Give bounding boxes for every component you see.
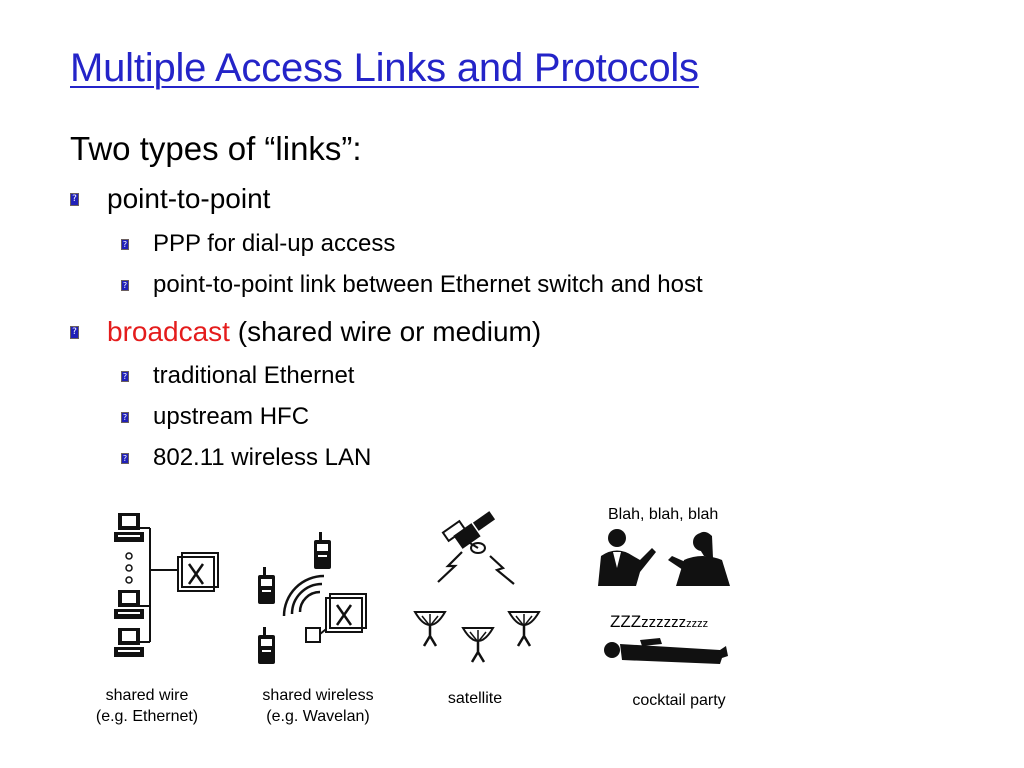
- snore-big: ZZZ: [610, 612, 642, 631]
- computer-icon: [114, 628, 144, 657]
- speaking-man-icon: [598, 529, 656, 586]
- computer-icon: [114, 590, 144, 619]
- bullet-label: point-to-point: [107, 183, 271, 214]
- cocktail-party-diagram: [598, 529, 730, 664]
- shared-wire-diagram: [114, 513, 220, 657]
- bullet-point-to-point: ? point-to-point: [70, 183, 270, 215]
- sub-bullet-label: traditional Ethernet: [153, 362, 355, 389]
- sub-bullet: ? upstream HFC: [121, 403, 309, 431]
- dish-antenna-icon: [507, 610, 541, 648]
- caption-line: shared wire: [105, 687, 189, 704]
- speech-text: Blah, blah, blah: [608, 506, 719, 523]
- bullet-icon: ?: [121, 238, 129, 250]
- sleeping-person-icon: [604, 638, 728, 664]
- broadcast-highlight: broadcast: [107, 316, 230, 347]
- caption-shared-wireless: shared wireless (e.g. Wavelan): [238, 685, 398, 727]
- sub-bullet-label: upstream HFC: [153, 403, 310, 430]
- snore-text: ZZZzzzzzzzzzz: [610, 612, 708, 634]
- dish-antenna-icon: [413, 610, 447, 648]
- caption-cocktail-party: cocktail party: [632, 692, 726, 709]
- bullet-icon: ?: [70, 192, 79, 206]
- bullet-icon: ?: [121, 279, 129, 291]
- snore-small: zzzz: [686, 618, 709, 630]
- sub-bullet-label: PPP for dial-up access: [153, 230, 396, 257]
- slide-title: Multiple Access Links and Protocols: [70, 46, 699, 90]
- bullet-broadcast: ? broadcast (shared wire or medium): [70, 316, 541, 348]
- bullet-label: (shared wire or medium): [229, 316, 542, 347]
- satellite-diagram: [413, 511, 541, 664]
- caption-line: (e.g. Wavelan): [266, 708, 370, 725]
- wireless-handset-icon: [258, 567, 275, 604]
- snore-mid: zzzzzz: [641, 614, 687, 631]
- bullet-icon: ?: [121, 411, 129, 423]
- caption-line: shared wireless: [262, 687, 374, 704]
- dish-antenna-icon: [461, 626, 495, 664]
- speaking-woman-icon: [668, 531, 730, 586]
- sub-bullet-label: 802.11 wireless LAN: [153, 444, 372, 471]
- satellite-icon: [441, 511, 496, 554]
- wireless-handset-icon: [314, 532, 331, 569]
- sub-bullet: ? traditional Ethernet: [121, 362, 354, 390]
- bullet-icon: ?: [121, 370, 129, 382]
- shared-wireless-diagram: [258, 532, 368, 664]
- sub-bullet: ? 802.11 wireless LAN: [121, 444, 371, 472]
- wireless-handset-icon: [258, 627, 275, 664]
- sub-bullet: ? point-to-point link between Ethernet s…: [121, 271, 703, 299]
- caption-line: (e.g. Ethernet): [95, 708, 199, 725]
- caption-satellite: satellite: [447, 690, 503, 707]
- access-point-icon: [324, 592, 368, 634]
- bullet-icon: ?: [121, 452, 129, 464]
- intro-text: Two types of “links”:: [70, 130, 362, 167]
- computer-icon: [114, 513, 144, 542]
- switch-icon: [176, 551, 220, 593]
- sub-bullet-label: point-to-point link between Ethernet swi…: [153, 271, 703, 298]
- caption-shared-wire: shared wire (e.g. Ethernet): [72, 685, 222, 727]
- bullet-icon: ?: [70, 325, 79, 339]
- sub-bullet: ? PPP for dial-up access: [121, 230, 395, 258]
